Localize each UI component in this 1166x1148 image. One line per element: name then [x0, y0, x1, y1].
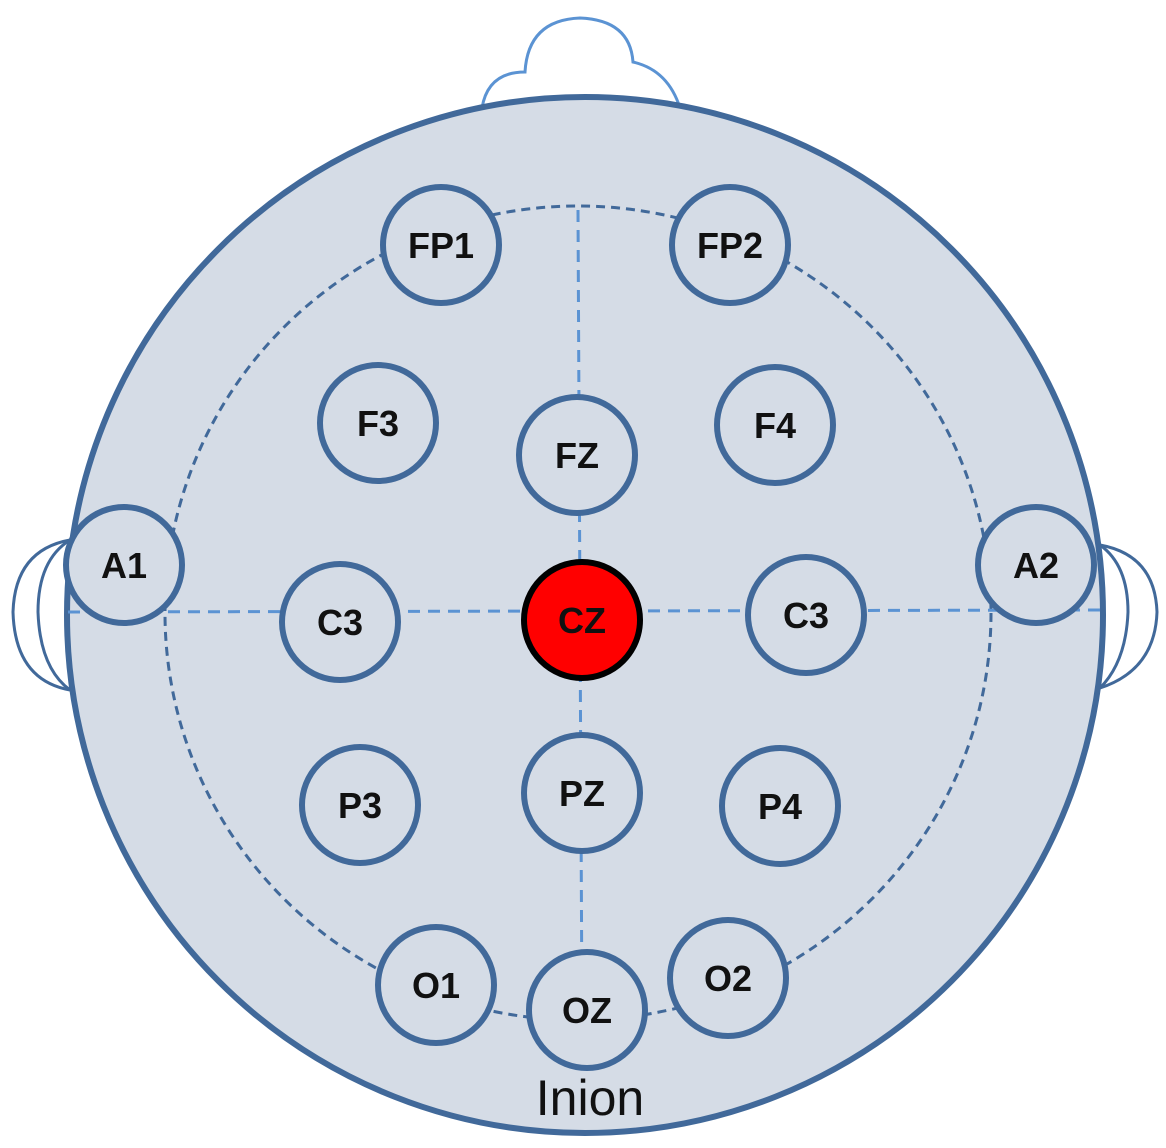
electrode-p4-circle	[719, 745, 841, 867]
electrode-p3: P3	[299, 744, 421, 866]
electrode-fp2: FP2	[669, 184, 791, 306]
electrode-oz-label: OZ	[562, 990, 612, 1031]
horizontal-axis	[67, 608, 1101, 614]
electrode-fz: FZ	[516, 394, 638, 516]
left-ear	[11, 538, 71, 692]
electrode-fp1-circle	[380, 184, 502, 306]
electrode-a1-label: A1	[101, 545, 147, 586]
electrode-fp2-circle	[669, 184, 791, 306]
electrode-c3-right-label: C3	[783, 595, 829, 636]
electrode-p4-label: P4	[758, 786, 802, 827]
electrode-pz-label: PZ	[559, 773, 605, 814]
electrode-c3-right-circle	[745, 554, 867, 676]
electrode-f3: F3	[317, 362, 439, 484]
electrode-o1-label: O1	[412, 965, 460, 1006]
electrode-f3-label: F3	[357, 403, 399, 444]
electrode-a1: A1	[63, 504, 185, 626]
electrode-o2-label: O2	[704, 958, 752, 999]
electrode-oz: OZ	[526, 949, 648, 1071]
electrode-a2-label: A2	[1013, 545, 1059, 586]
electrode-f4-label: F4	[754, 405, 796, 446]
electrode-a2-circle	[975, 504, 1097, 626]
electrode-p3-label: P3	[338, 785, 382, 826]
electrode-pz: PZ	[521, 732, 643, 854]
electrode-p4: P4	[719, 745, 841, 867]
electrode-fz-circle	[516, 394, 638, 516]
electrode-a1-circle	[63, 504, 185, 626]
electrode-c3-left-circle	[279, 561, 401, 683]
electrode-f4: F4	[714, 364, 836, 486]
electrode-o2: O2	[667, 917, 789, 1039]
electrode-pz-circle	[521, 732, 643, 854]
electrode-c3-right: C3	[745, 554, 867, 676]
electrode-oz-circle	[526, 949, 648, 1071]
electrode-fp2-label: FP2	[697, 225, 763, 266]
electrode-o1: O1	[375, 924, 497, 1046]
inion-label: Inion	[536, 1070, 644, 1126]
electrode-c3-left-label: C3	[317, 602, 363, 643]
electrode-fz-label: FZ	[555, 435, 599, 476]
electrode-f3-circle	[317, 362, 439, 484]
nose-shape	[480, 16, 682, 109]
electrode-o1-circle	[375, 924, 497, 1046]
electrode-c3-left: C3	[279, 561, 401, 683]
electrode-cz-circle	[521, 559, 643, 681]
electrode-cz-label: CZ	[558, 600, 606, 641]
electrode-f4-circle	[714, 364, 836, 486]
electrode-o2-circle	[667, 917, 789, 1039]
electrode-fp1-label: FP1	[408, 225, 474, 266]
electrode-ring	[163, 204, 993, 1022]
electrode-a2: A2	[975, 504, 1097, 626]
electrode-cz: CZ	[521, 559, 643, 681]
electrode-fp1: FP1	[380, 184, 502, 306]
electrode-p3-circle	[299, 744, 421, 866]
right-ear	[1098, 543, 1159, 690]
